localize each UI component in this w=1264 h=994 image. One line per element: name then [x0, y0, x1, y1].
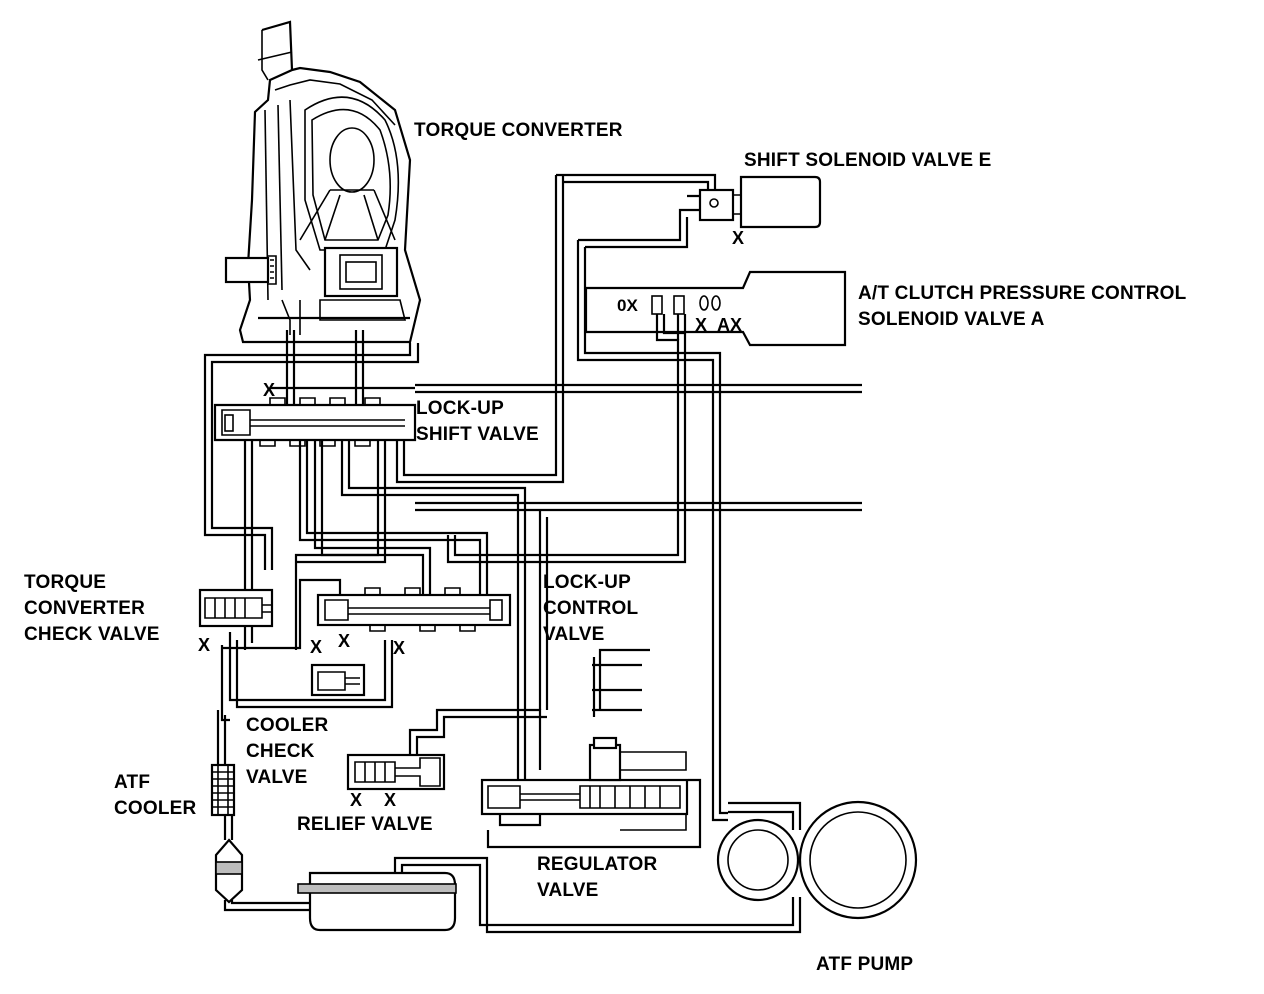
relief-valve: [346, 753, 446, 791]
atf-cooler: [210, 763, 236, 817]
exhaust-mark-solenoid-a-1: X: [695, 315, 708, 335]
label-relief-valve: RELIEF VALVE: [297, 814, 433, 835]
exhaust-mark-lockup-control-2: X: [310, 637, 323, 657]
label-tc-check-line3: CHECK VALVE: [24, 624, 160, 645]
atf-filter: [214, 838, 244, 904]
exhaust-mark-tc-check: X: [198, 635, 211, 655]
label-atf-pump: ATF PUMP: [816, 954, 914, 975]
label-cooler-check-line3: VALVE: [246, 767, 308, 788]
lock-up-shift-valve: [213, 397, 417, 447]
exhaust-mark-lockup-shift: X: [263, 380, 276, 400]
atf-reservoir: [297, 871, 457, 932]
label-shift-solenoid-valve-e: SHIFT SOLENOID VALVE E: [744, 150, 992, 171]
label-cooler-check-line2: CHECK: [246, 741, 315, 762]
label-lockup-shift-line1: LOCK-UP: [416, 398, 504, 419]
torque-converter-check-valve: [198, 588, 274, 628]
atf-pump: [716, 800, 918, 920]
exhaust-mark-relief-1: X: [350, 790, 363, 810]
label-lockup-control-line1: LOCK-UP: [543, 572, 631, 593]
label-clutch-solenoid-line2: SOLENOID VALVE A: [858, 309, 1045, 330]
torque-converter: [224, 20, 422, 344]
label-regulator-line1: REGULATOR: [537, 854, 658, 875]
label-clutch-solenoid-line1: A/T CLUTCH PRESSURE CONTROL: [858, 283, 1187, 304]
label-atf-cooler-line2: COOLER: [114, 798, 197, 819]
label-lockup-shift-line2: SHIFT VALVE: [416, 424, 539, 445]
label-lockup-control-line2: CONTROL: [543, 598, 639, 619]
label-tc-check-line2: CONVERTER: [24, 598, 146, 619]
label-regulator-line2: VALVE: [537, 880, 599, 901]
exhaust-mark-solenoid-a-2: AX: [717, 315, 743, 335]
solenoid-a-port-label: 0X: [617, 296, 638, 315]
exhaust-mark-solenoid-e: X: [732, 228, 745, 248]
regulator-valve: [480, 736, 689, 831]
hydraulic-lines: [203, 173, 862, 934]
label-tc-check-line1: TORQUE: [24, 572, 107, 593]
lock-up-control-valve: [310, 587, 512, 697]
exhaust-mark-lockup-control-3: X: [393, 638, 406, 658]
label-cooler-check-line1: COOLER: [246, 715, 329, 736]
shift-solenoid-valve-e: [687, 175, 822, 229]
label-atf-cooler-line1: ATF: [114, 772, 151, 793]
exhaust-mark-relief-2: X: [384, 790, 397, 810]
label-lockup-control-line3: VALVE: [543, 624, 605, 645]
exhaust-mark-lockup-control-1: X: [338, 631, 351, 651]
label-torque-converter: TORQUE CONVERTER: [414, 120, 623, 141]
